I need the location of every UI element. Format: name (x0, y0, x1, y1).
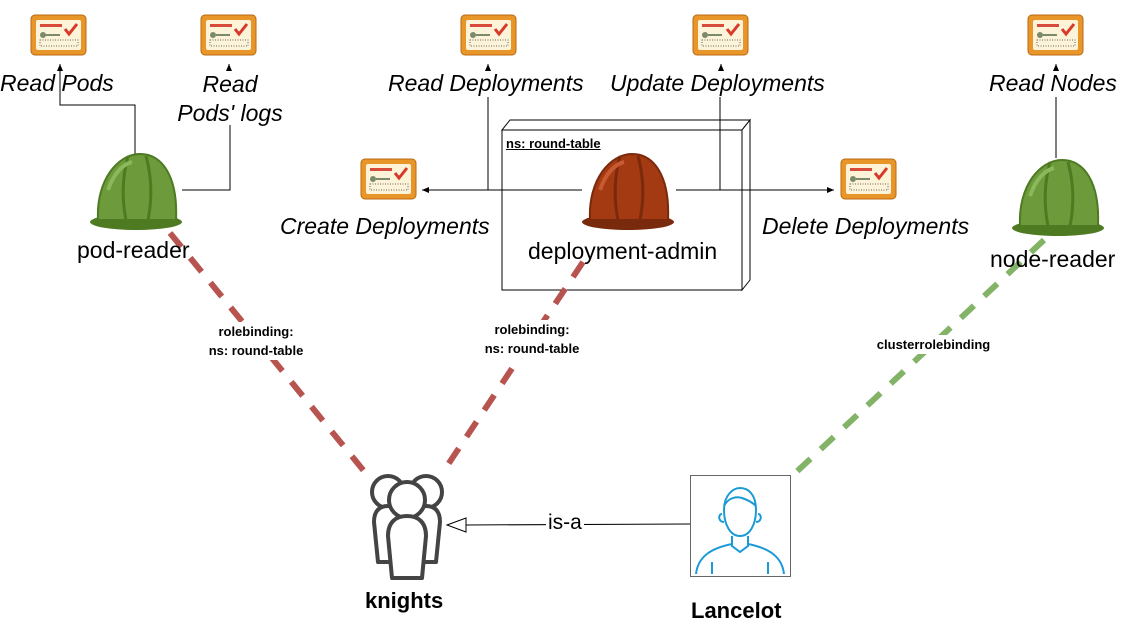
clusterrolebinding-line (787, 237, 1047, 481)
user-card (690, 475, 791, 577)
permission-read-pods: Read Pods (0, 70, 114, 96)
green-helmet-icon (90, 152, 182, 230)
rolebinding-deployment-admin-label: rolebinding: ns: round-table (472, 320, 592, 358)
permission-read-deployments: Read Deployments (388, 70, 584, 96)
namespace-label: ns: round-table (506, 136, 601, 151)
permission-update-deployments: Update Deployments (610, 70, 825, 96)
user-icon (695, 486, 785, 574)
edge-pod-reader-read-pods (57, 64, 136, 155)
group-icon (370, 474, 444, 580)
certificate-icon (1027, 14, 1084, 56)
permission-create-deployments: Create Deployments (280, 213, 490, 239)
permission-delete-deployments: Delete Deployments (762, 213, 970, 239)
rolebinding-pod-reader-label: rolebinding: ns: round-table (196, 322, 316, 360)
permission-read-pods-logs: Read Pods' logs (177, 71, 283, 126)
certificate-icon (692, 14, 749, 56)
is-a-label: is-a (546, 511, 584, 535)
rolebinding-deployment-admin-line (440, 260, 586, 474)
clusterrolebinding-label: clusterrolebinding (866, 335, 1001, 354)
user-name: Lancelot (691, 598, 782, 623)
certificate-icon (840, 158, 897, 200)
rolebinding-pod-reader-line (167, 231, 371, 478)
certificate-icon (30, 14, 87, 56)
permission-read-nodes: Read Nodes (989, 70, 1117, 96)
certificate-icon (200, 14, 257, 56)
role-pod-reader: pod-reader (77, 237, 190, 263)
group-name: knights (365, 588, 444, 613)
role-node-reader: node-reader (990, 246, 1116, 272)
role-deployment-admin: deployment-admin (528, 238, 718, 264)
green-helmet-icon (1012, 158, 1104, 236)
is-a-arrowhead (445, 517, 467, 533)
red-helmet-icon (582, 152, 674, 230)
edge-pod-reader-read-logs (182, 125, 231, 191)
certificate-icon (360, 158, 417, 200)
certificate-icon (460, 14, 517, 56)
